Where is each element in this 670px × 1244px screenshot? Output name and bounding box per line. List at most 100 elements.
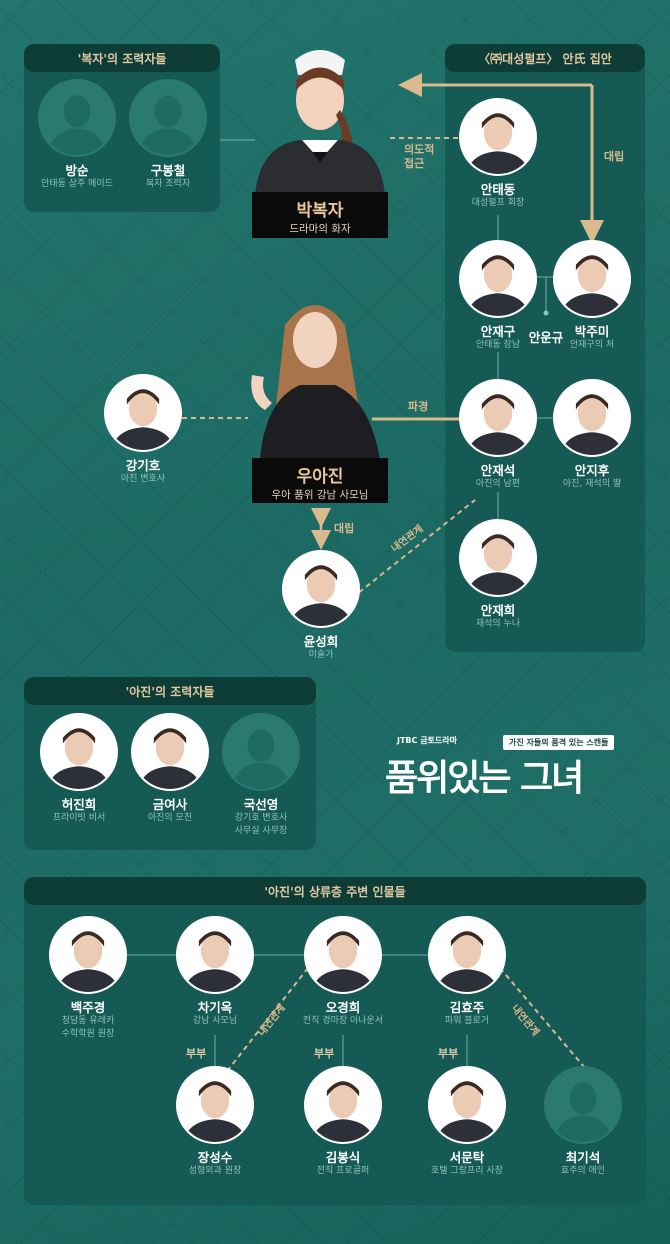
person-role: 성형외과 원장 bbox=[188, 1166, 242, 1176]
person-role: 안재구의 처 bbox=[569, 340, 615, 350]
avatar bbox=[131, 713, 209, 791]
couple-label: 부부 bbox=[314, 1047, 335, 1060]
person-name: 김봉식 bbox=[325, 1150, 361, 1165]
drama-logo: JTBC 금토드라마 가진 자들의 품격 있는 스캔들 품위있는 그녀 bbox=[385, 735, 635, 805]
breakup-label: 파경 bbox=[408, 400, 429, 413]
network-label: JTBC 금토드라마 bbox=[397, 736, 457, 745]
person-role: 안태동 상주 메이드 bbox=[41, 179, 113, 189]
person-name: 금여사 bbox=[152, 797, 188, 812]
avatar bbox=[459, 240, 537, 318]
avatar bbox=[553, 240, 631, 318]
silhouette-avatar bbox=[222, 713, 300, 791]
intentional-approach-label: 의도적 접근 bbox=[404, 143, 435, 170]
person-role: 강기호 변호사 사무실 사무장 bbox=[234, 813, 288, 836]
person-role: 효주의 애인 bbox=[560, 1166, 606, 1176]
person-role: 전직 프로골퍼 bbox=[316, 1166, 370, 1176]
person-name: 박주미 bbox=[574, 324, 610, 339]
couple-label: 부부 bbox=[438, 1047, 459, 1060]
conflict-label: 대립 bbox=[604, 150, 625, 163]
person-role: 호텔 그랑프리 사장 bbox=[431, 1166, 503, 1176]
person-name: 안지후 bbox=[574, 463, 610, 478]
couple-label: 부부 bbox=[186, 1047, 207, 1060]
person-role: 전직 경마장 아나운서 bbox=[302, 1016, 384, 1026]
avatar bbox=[304, 916, 382, 994]
panel-header: '아진'의 상류층 주변 인물들 bbox=[24, 877, 646, 905]
person-name: 강기호 bbox=[125, 458, 161, 473]
drama-title: 품위있는 그녀 bbox=[385, 758, 584, 799]
person-role: 강남 사모님 bbox=[192, 1016, 238, 1026]
person-name: 윤성희 bbox=[303, 634, 339, 649]
bokja-name: 박복자 bbox=[296, 201, 344, 221]
person-role: 아진의 모친 bbox=[147, 813, 193, 823]
person-role: 안태동 장남 bbox=[475, 340, 521, 350]
person-name: 서문탁 bbox=[449, 1150, 485, 1165]
person-name: 백주경 bbox=[70, 1000, 106, 1015]
person-role: 파워 블로거 bbox=[444, 1016, 490, 1026]
person-role: 대성펄프 회장 bbox=[471, 198, 525, 208]
person-name: 차기옥 bbox=[197, 1000, 233, 1015]
avatar bbox=[49, 916, 127, 994]
person-name: 국선영 bbox=[243, 797, 279, 812]
avatar bbox=[459, 379, 537, 457]
avatar bbox=[304, 1066, 382, 1144]
person-name: 안운규 bbox=[528, 330, 564, 345]
person-name: 최기석 bbox=[565, 1150, 601, 1165]
avatar bbox=[428, 916, 506, 994]
ajin-name: 우아진 bbox=[296, 467, 344, 487]
person-name: 장성수 bbox=[197, 1150, 233, 1165]
person-name: 안태동 bbox=[480, 182, 516, 197]
avatar bbox=[282, 550, 360, 628]
ajin-portrait bbox=[240, 285, 390, 460]
person-anungyu: 안운규 bbox=[491, 240, 601, 345]
ajin-label: 우아진 우아 품위 강남 사모님 bbox=[252, 458, 388, 503]
person-role: 아진의 남편 bbox=[475, 479, 521, 489]
tagline: 가진 자들의 품격 있는 스캔들 bbox=[503, 735, 615, 750]
person-name: 안재구 bbox=[480, 324, 516, 339]
panel-header: 〈㈜대성펄프〉 안氏 집안 bbox=[445, 44, 645, 72]
bokja-role: 드라마의 화자 bbox=[289, 223, 351, 235]
bokja-label: 박복자 드라마의 화자 bbox=[252, 192, 388, 238]
bokja-portrait bbox=[250, 40, 390, 195]
avatar bbox=[553, 379, 631, 457]
person-role: 미술가 bbox=[308, 650, 334, 660]
person-name: 방순 bbox=[65, 163, 89, 178]
avatar bbox=[40, 713, 118, 791]
ajin-role: 우아 품위 강남 사모님 bbox=[271, 489, 369, 501]
silhouette-avatar bbox=[38, 79, 116, 157]
avatar bbox=[176, 1066, 254, 1144]
avatar bbox=[459, 519, 537, 597]
silhouette-avatar bbox=[544, 1066, 622, 1144]
silhouette-avatar bbox=[129, 79, 207, 157]
person-role: 아진, 재석의 딸 bbox=[562, 479, 622, 489]
panel-header: '아진'의 조력자들 bbox=[24, 677, 316, 705]
avatar bbox=[176, 916, 254, 994]
person-name: 안재석 bbox=[480, 463, 516, 478]
conflict-label-2: 대립 bbox=[334, 522, 355, 535]
person-role: 복자 조력자 bbox=[145, 179, 191, 189]
avatar bbox=[104, 374, 182, 452]
panel-header: '복자'의 조력자들 bbox=[24, 44, 220, 72]
person-name: 허진희 bbox=[61, 797, 97, 812]
person-role: 프라이빗 비서 bbox=[52, 813, 106, 823]
